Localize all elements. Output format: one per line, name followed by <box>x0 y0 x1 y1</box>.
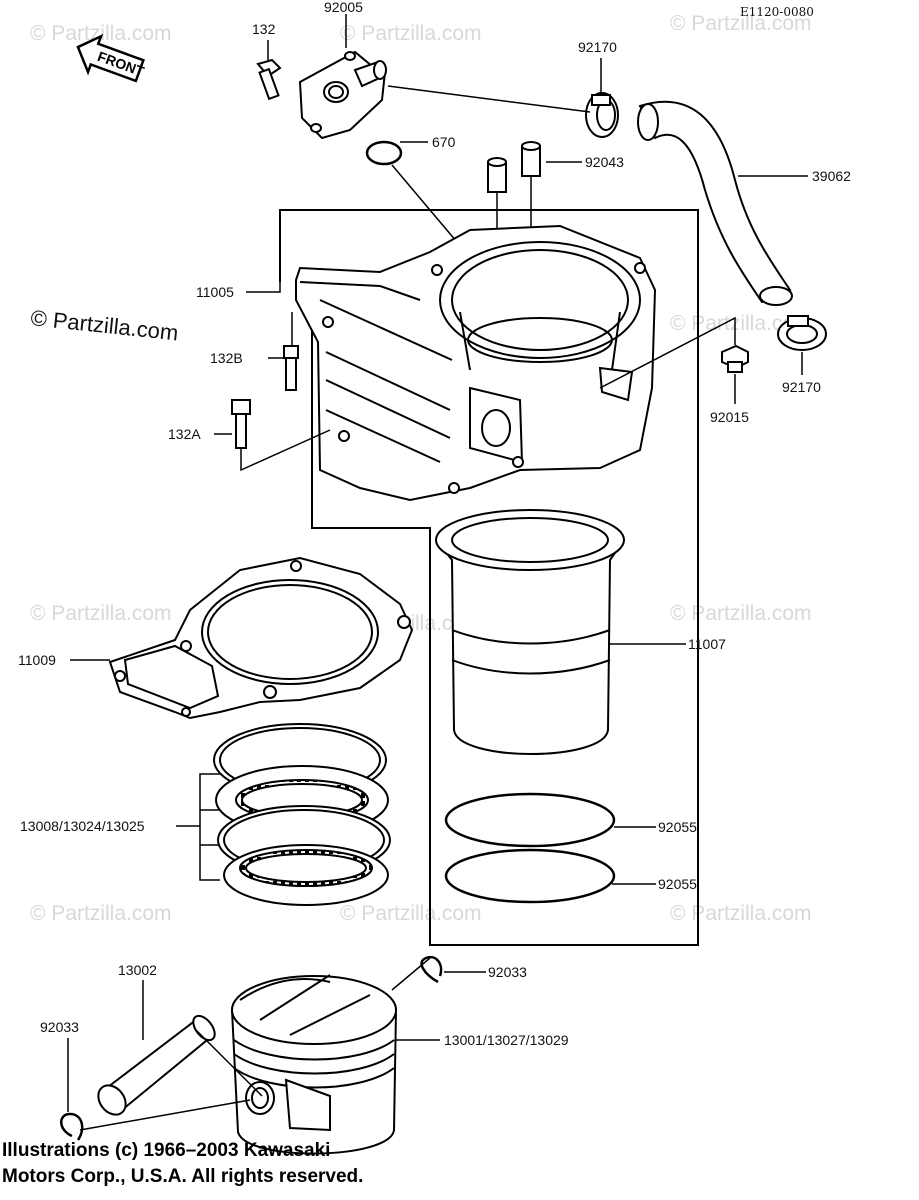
label-132: 132 <box>252 21 276 37</box>
label-92033-lower: 92033 <box>40 1019 79 1035</box>
watermark-8: © Partzilla.com <box>670 602 812 625</box>
o-ring-92055-upper <box>444 792 616 848</box>
bolt-132 <box>256 58 282 101</box>
circlip-upper <box>420 955 443 984</box>
label-92170-top: 92170 <box>578 39 617 55</box>
label-670: 670 <box>432 134 456 150</box>
label-11007: 11007 <box>688 636 726 652</box>
watermark-1: © Partzilla.com <box>30 22 172 45</box>
circlip-lower <box>60 1112 84 1141</box>
watermark-5: © Partzilla.com <box>670 312 812 335</box>
watermark-6: © Partzilla.com <box>30 602 172 625</box>
watermark-3: © Partzilla.com <box>670 12 812 35</box>
radiator-hose <box>637 100 793 306</box>
dowel-pins <box>487 141 541 193</box>
label-92170-right: 92170 <box>782 379 821 395</box>
label-13001: 13001/13027/13029 <box>444 1032 569 1048</box>
label-132b: 132B <box>210 350 243 366</box>
part-labels: 132 92005 92170 670 92043 39062 11005 13… <box>18 0 851 1048</box>
cylinder-liner <box>434 509 626 755</box>
watermark-2: © Partzilla.com <box>340 22 482 45</box>
credit-line-2: Motors Corp., U.S.A. All rights reserved… <box>2 1166 364 1187</box>
watermark-11: © Partzilla.com <box>670 902 812 925</box>
diagram-code: E1120-0080 <box>740 5 814 19</box>
o-ring-670 <box>365 140 403 166</box>
label-13002: 13002 <box>118 962 157 978</box>
label-132a: 132A <box>168 426 201 442</box>
label-92015: 92015 <box>710 409 749 425</box>
head-gasket <box>108 556 414 720</box>
cylinder-block <box>295 224 657 502</box>
o-ring-92055-lower <box>444 848 616 904</box>
nut-92015 <box>721 344 749 373</box>
label-92033-upper: 92033 <box>488 964 527 980</box>
watermark-dark: © Partzilla.com <box>29 305 179 345</box>
piston <box>230 974 398 1155</box>
hose-clamp-right <box>777 315 827 351</box>
label-92055-lower: 92055 <box>658 876 697 892</box>
piston-pin <box>97 1014 216 1116</box>
watermark-10: © Partzilla.com <box>340 902 482 925</box>
credit-line-1: Illustrations (c) 1966–2003 Kawasaki <box>2 1140 331 1161</box>
hose-clamp-top <box>585 92 619 138</box>
label-13008: 13008/13024/13025 <box>20 818 145 834</box>
watermark-9: © Partzilla.com <box>30 902 172 925</box>
label-92005: 92005 <box>324 0 363 15</box>
label-11005: 11005 <box>196 284 234 300</box>
leader-lines <box>70 14 808 885</box>
thermostat-housing <box>298 50 387 140</box>
label-11009: 11009 <box>18 652 56 668</box>
piston-rings <box>213 723 391 906</box>
bolt-132b <box>283 345 299 391</box>
label-92043: 92043 <box>585 154 624 170</box>
label-92055-upper: 92055 <box>658 819 697 835</box>
label-39062: 39062 <box>812 168 851 184</box>
bolt-132a <box>231 399 251 449</box>
